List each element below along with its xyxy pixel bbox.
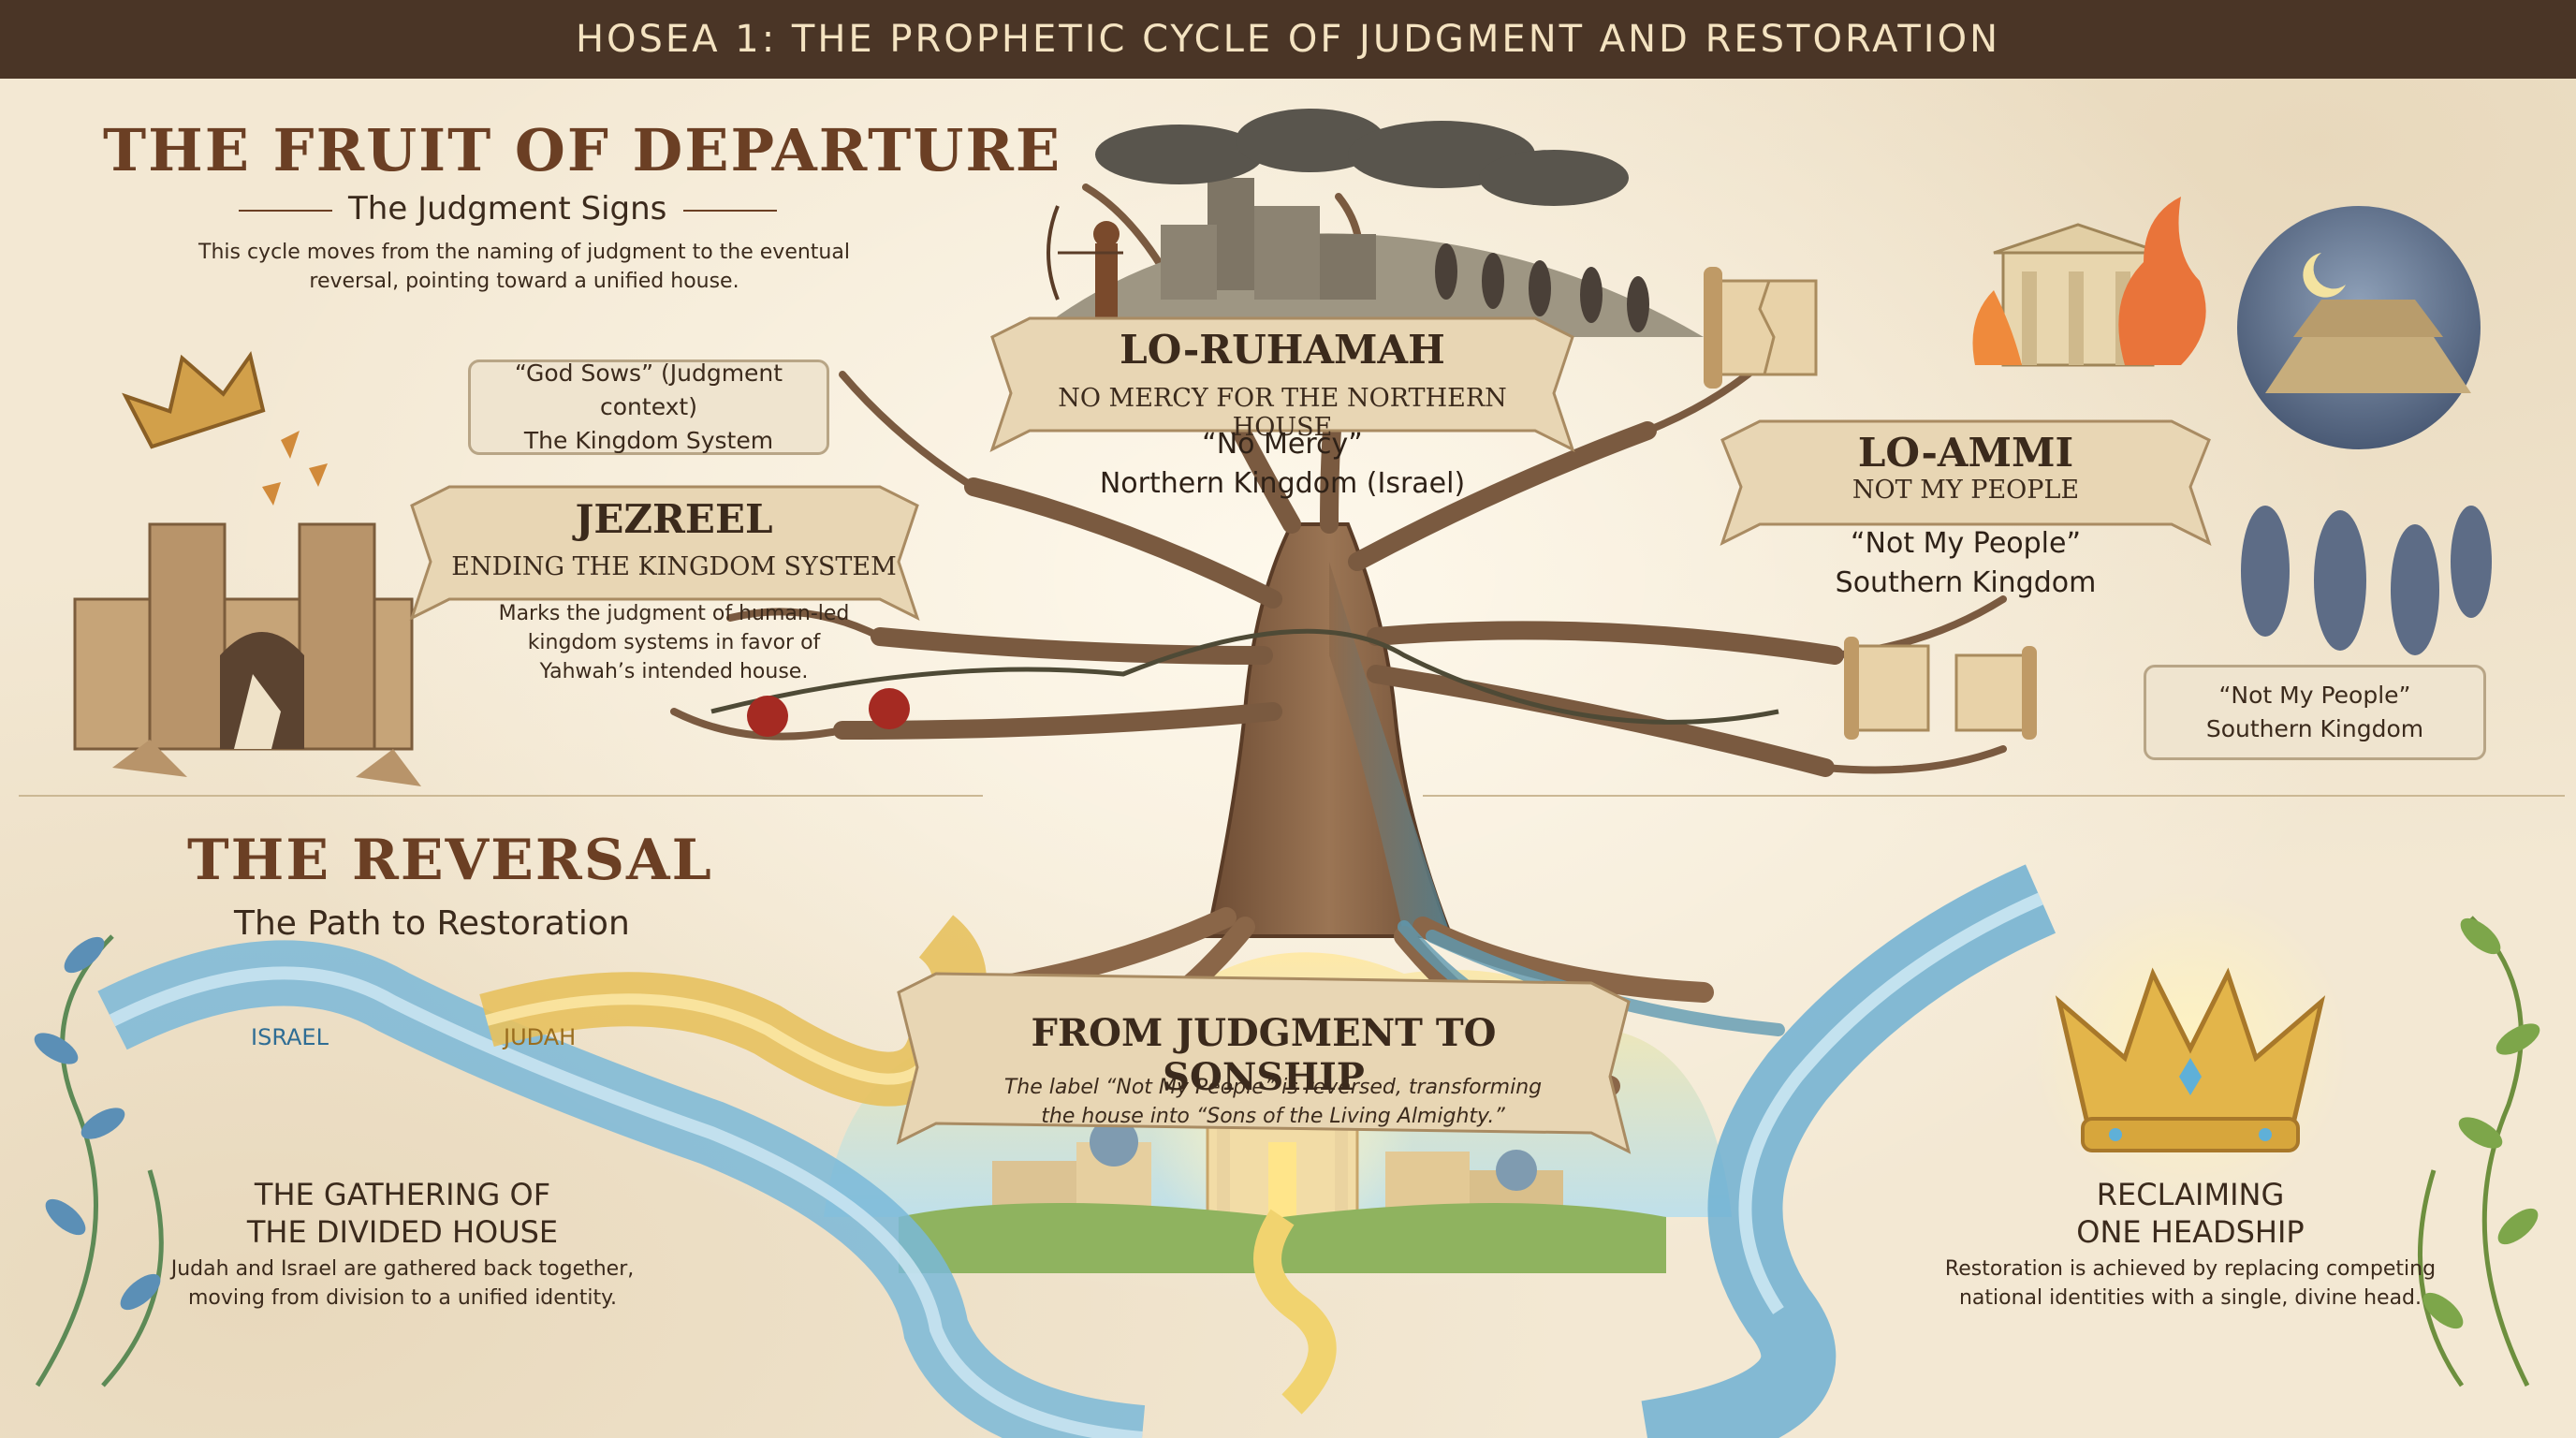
header-bar: HOSEA 1: THE PROPHETIC CYCLE OF JUDGMENT…	[0, 0, 2576, 79]
lo-ruhamah-banner: NO MERCY FOR THE NORTHERN HOUSE	[1058, 384, 1507, 442]
lo-ammi-meaning: “Not My People”	[1850, 527, 2082, 560]
lo-ammi-kingdom: Southern Kingdom	[1835, 566, 2097, 599]
sonship-desc-line-1: The label “Not My People” is reversed, t…	[1003, 1076, 1543, 1099]
broken-castle	[73, 522, 421, 786]
sonship-description: The label “Not My People” is reversed, t…	[964, 1073, 1582, 1131]
archer	[1046, 205, 1123, 318]
jezreel-banner-shape	[409, 485, 920, 621]
golden-crown	[2031, 889, 2349, 1208]
lo-ruhamah-meaning: “No Mercy”	[1202, 428, 1363, 461]
ruins-hill	[1030, 178, 1704, 337]
page-title: HOSEA 1: THE PROPHETIC CYCLE OF JUDGMENT…	[575, 18, 2001, 61]
headship-description: Restoration is achieved by replacing com…	[1938, 1255, 2443, 1313]
gathering-description: Judah and Israel are gathered back toget…	[168, 1255, 637, 1313]
right-vine	[2417, 916, 2530, 1387]
headship-desc-line-1: Restoration is achieved by replacing com…	[1944, 1257, 2437, 1281]
description-line-2: reversal, pointing toward a unified hous…	[309, 270, 739, 293]
jezreel-banner: ENDING THE KINGDOM SYSTEM	[451, 552, 897, 581]
right-stream	[1641, 864, 2056, 1438]
section-title-departure: THE FRUIT OF DEPARTURE	[103, 116, 1062, 184]
jezreel-desc-line-3: Yahwah’s intended house.	[539, 660, 809, 683]
sonship-title: FROM JUDGMENT TO SONSHIP	[1031, 1011, 1497, 1099]
jezreel-desc-line-2: kingdom systems in favor of	[527, 631, 821, 654]
gathering-desc-line-1: Judah and Israel are gathered back toget…	[170, 1257, 635, 1281]
headship-title-line-2: ONE HEADSHIP	[2076, 1214, 2305, 1250]
exiles	[2241, 506, 2492, 655]
lower-scrolls	[1844, 637, 2037, 740]
headship-title-line-1: RECLAIMING	[2096, 1177, 2285, 1212]
wax-seals	[747, 688, 910, 737]
lo-ruhamah-banner-shape	[989, 316, 1575, 452]
subtitle-rule-left	[239, 210, 332, 212]
jezreel-name: JEZREEL	[575, 496, 773, 542]
stream-label-judah: JUDAH	[504, 1024, 577, 1050]
jezreel-note-line-1: “God Sows” (Judgment context)	[514, 360, 783, 420]
jezreel-note: “God Sows” (Judgment context) The Kingdo…	[468, 360, 829, 455]
gathering-title: THE GATHERING OF THE DIVIDED HOUSE	[178, 1176, 627, 1251]
lo-ammi-note-line-1: “Not My People”	[2218, 682, 2411, 709]
israel-stream	[97, 940, 1146, 1438]
lo-ammi-note: “Not My People” Southern Kingdom	[2144, 665, 2486, 760]
sonship-desc-line-2: the house into “Sons of the Living Almig…	[1041, 1105, 1505, 1128]
jezreel-description: Marks the judgment of human-led kingdom …	[459, 599, 889, 686]
lo-ammi-note-line-2: Southern Kingdom	[2205, 715, 2424, 742]
stream-label-israel: ISRAEL	[251, 1024, 329, 1050]
illustration	[19, 109, 2565, 1438]
subtitle-rule-right	[683, 210, 777, 212]
storm-clouds	[1095, 109, 1629, 206]
gathering-desc-line-2: moving from division to a unified identi…	[188, 1286, 617, 1310]
gathering-title-line-2: THE DIVIDED HOUSE	[246, 1214, 559, 1250]
lo-ruhamah-name: LO-RUHAMAH	[1120, 327, 1445, 373]
section-subtitle-judgment: The Judgment Signs	[348, 190, 667, 227]
lo-ruhamah-kingdom: Northern Kingdom (Israel)	[1099, 467, 1466, 500]
headship-title: RECLAIMING ONE HEADSHIP	[1966, 1176, 2415, 1251]
ziggurat-night	[2237, 206, 2481, 449]
jezreel-desc-line-1: Marks the judgment of human-led	[498, 602, 850, 625]
lo-ammi-meaning-block: “Not My People” Southern Kingdom	[1760, 524, 2172, 603]
broken-crown	[122, 351, 328, 506]
description-line-1: This cycle moves from the naming of judg…	[198, 241, 850, 264]
sonship-banner-shape	[896, 972, 1632, 1154]
captives	[1435, 243, 1649, 332]
right-leaves	[2422, 917, 2540, 1329]
gathering-title-line-1: THE GATHERING OF	[254, 1177, 551, 1212]
diagram-scene: THE FRUIT OF DEPARTURE The Judgment Sign…	[0, 79, 2576, 1438]
lo-ammi-banner: NOT MY PEOPLE	[1852, 476, 2080, 505]
jezreel-note-line-2: The Kingdom System	[523, 427, 774, 454]
section-title-reversal: THE REVERSAL	[187, 828, 713, 893]
section-subtitle-restoration: The Path to Restoration	[234, 904, 630, 943]
headship-desc-line-2: national identities with a single, divin…	[1958, 1286, 2422, 1310]
left-leaves	[34, 936, 161, 1311]
lo-ammi-name: LO-AMMI	[1857, 430, 2074, 476]
lo-ruhamah-meaning-block: “No Mercy” Northern Kingdom (Israel)	[1039, 425, 1526, 504]
torn-scroll	[1704, 267, 1818, 389]
burning-temple	[1972, 197, 2206, 367]
lo-ammi-banner-shape	[1720, 419, 2212, 546]
section-description: This cycle moves from the naming of judg…	[187, 238, 861, 296]
thorn-vine	[710, 628, 1779, 725]
